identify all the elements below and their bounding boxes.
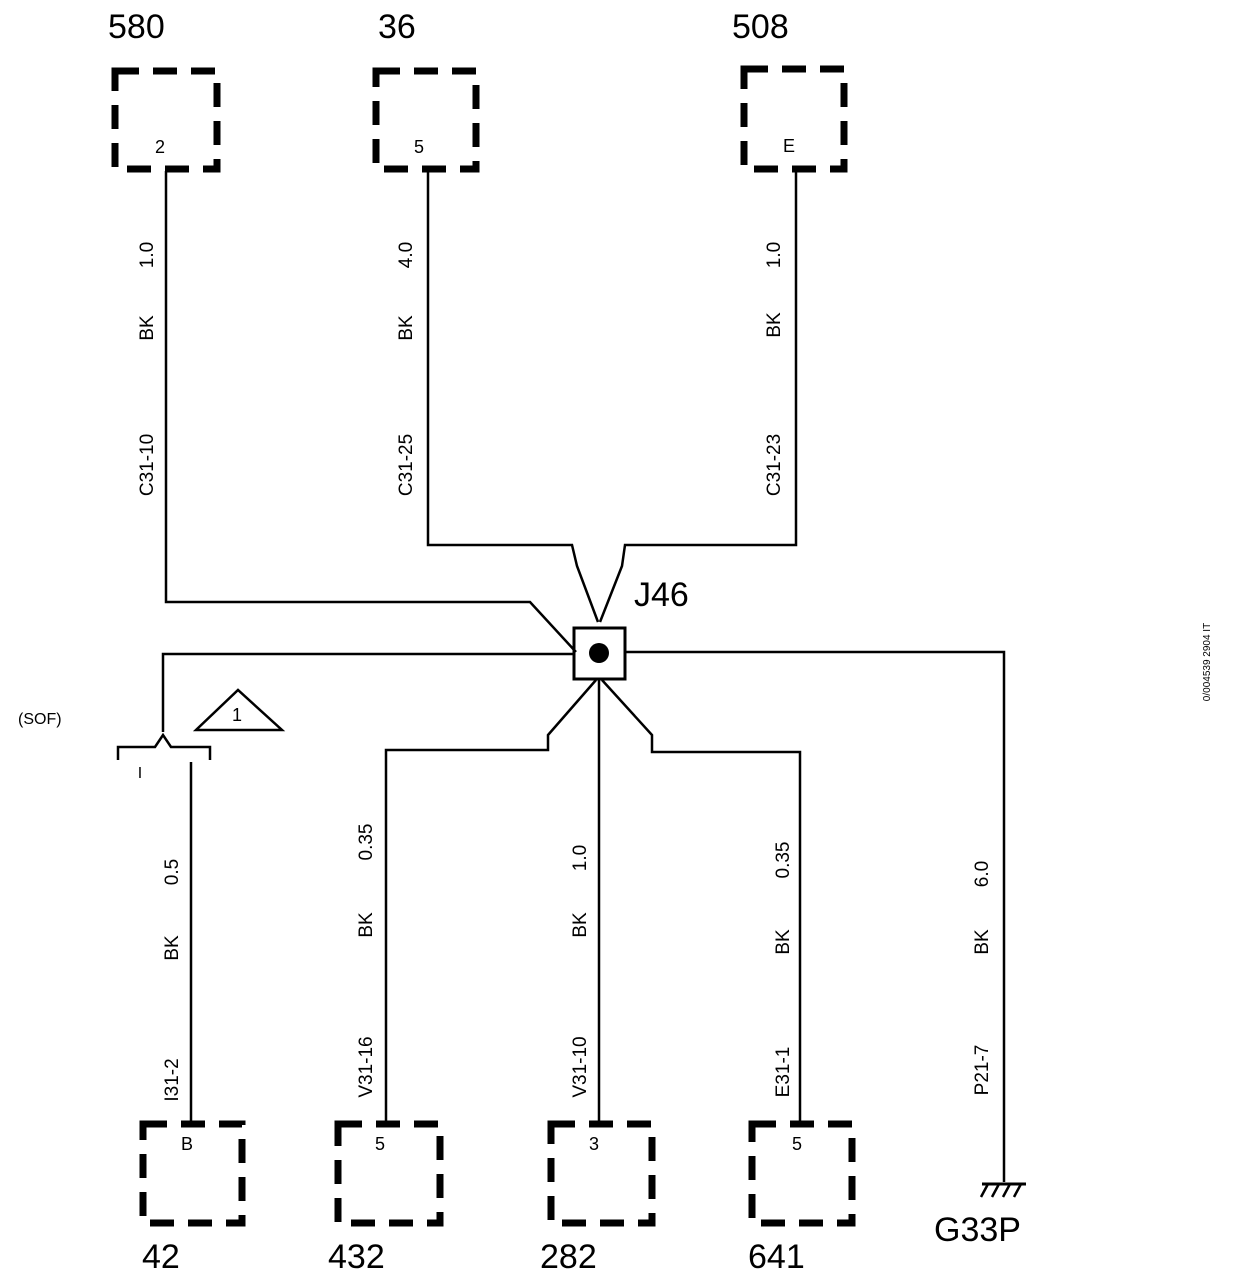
svg-text:BK: BK: [972, 929, 993, 955]
wire-c31-10: [164, 171, 577, 653]
component-432-box: [334, 1120, 444, 1227]
wire-v31-16-labels: 0.35 BK V31-16: [356, 824, 377, 1098]
splice-label: J46: [634, 576, 689, 614]
svg-text:1.0: 1.0: [137, 242, 158, 268]
svg-text:V31-16: V31-16: [356, 1036, 377, 1097]
svg-text:BK: BK: [396, 315, 417, 341]
wire-p21-7-labels: 6.0 BK P21-7: [972, 861, 993, 1096]
component-36-pin: 5: [414, 137, 424, 157]
wire-to-sof-branch: [161, 652, 574, 732]
component-580-box: [111, 67, 221, 173]
component-42-number: 42: [142, 1238, 180, 1276]
option-label: (SOF): [18, 711, 62, 728]
wire-v31-16: [384, 679, 597, 1122]
svg-text:E31-1: E31-1: [773, 1047, 794, 1098]
wire-c31-10-labels: 1.0 BK C31-10: [137, 242, 158, 496]
component-432-pin: 5: [375, 1134, 385, 1154]
svg-text:BK: BK: [356, 912, 377, 938]
svg-text:1.0: 1.0: [764, 242, 785, 268]
svg-text:BK: BK: [137, 315, 158, 341]
svg-text:4.0: 4.0: [396, 242, 417, 268]
component-282-box: [547, 1120, 656, 1227]
svg-text:C31-25: C31-25: [396, 434, 417, 496]
wire-p21-7: [625, 650, 1006, 1182]
ground-symbol: [979, 1182, 1026, 1198]
component-508-number: 508: [732, 8, 789, 46]
wire-c31-25-labels: 4.0 BK C31-25: [396, 242, 417, 496]
svg-text:C31-23: C31-23: [764, 434, 785, 496]
document-id: 0/004539 2904 IT: [1202, 623, 1213, 701]
component-432-number: 432: [328, 1238, 385, 1276]
component-641-pin: 5: [792, 1134, 802, 1154]
component-580-pin: 2: [155, 137, 165, 157]
component-36-box: [372, 67, 480, 173]
svg-text:BK: BK: [773, 929, 794, 955]
note-number: 1: [232, 705, 242, 725]
component-42-box: [139, 1120, 246, 1227]
svg-text:BK: BK: [764, 312, 785, 338]
component-580-number: 580: [108, 8, 165, 46]
component-42-pin: B: [181, 1134, 193, 1154]
wire-c31-23-labels: 1.0 BK C31-23: [764, 242, 785, 496]
wire-c31-25: [426, 171, 600, 623]
component-282-number: 282: [540, 1238, 597, 1276]
wire-e31-1-labels: 0.35 BK E31-1: [773, 842, 794, 1098]
ground-label: G33P: [934, 1211, 1021, 1249]
note-triangle: [192, 688, 286, 732]
component-508-box: [740, 65, 848, 173]
wire-i31-2-labels: 0.5 BK I31-2: [162, 859, 183, 1102]
svg-text:P21-7: P21-7: [972, 1045, 993, 1096]
component-36-number: 36: [378, 8, 416, 46]
branch-mark: I: [138, 765, 142, 782]
svg-text:BK: BK: [162, 935, 183, 961]
sof-branch-bracket: [116, 732, 212, 760]
svg-text:V31-10: V31-10: [570, 1036, 591, 1097]
splice-dot: [589, 643, 609, 663]
wire-e31-1: [601, 679, 802, 1122]
component-282-pin: 3: [589, 1134, 599, 1154]
svg-text:6.0: 6.0: [972, 861, 993, 887]
wire-v31-10-labels: 1.0 BK V31-10: [570, 845, 591, 1098]
svg-text:0.35: 0.35: [356, 824, 377, 861]
component-508-pin: E: [783, 136, 795, 156]
wire-c31-23: [598, 171, 798, 623]
component-641-number: 641: [748, 1238, 805, 1276]
svg-text:1.0: 1.0: [570, 845, 591, 871]
component-641-box: [748, 1120, 856, 1227]
svg-text:C31-10: C31-10: [137, 434, 158, 496]
svg-text:0.5: 0.5: [162, 859, 183, 885]
svg-text:I31-2: I31-2: [162, 1058, 183, 1101]
svg-text:0.35: 0.35: [773, 842, 794, 879]
svg-text:BK: BK: [570, 912, 591, 938]
